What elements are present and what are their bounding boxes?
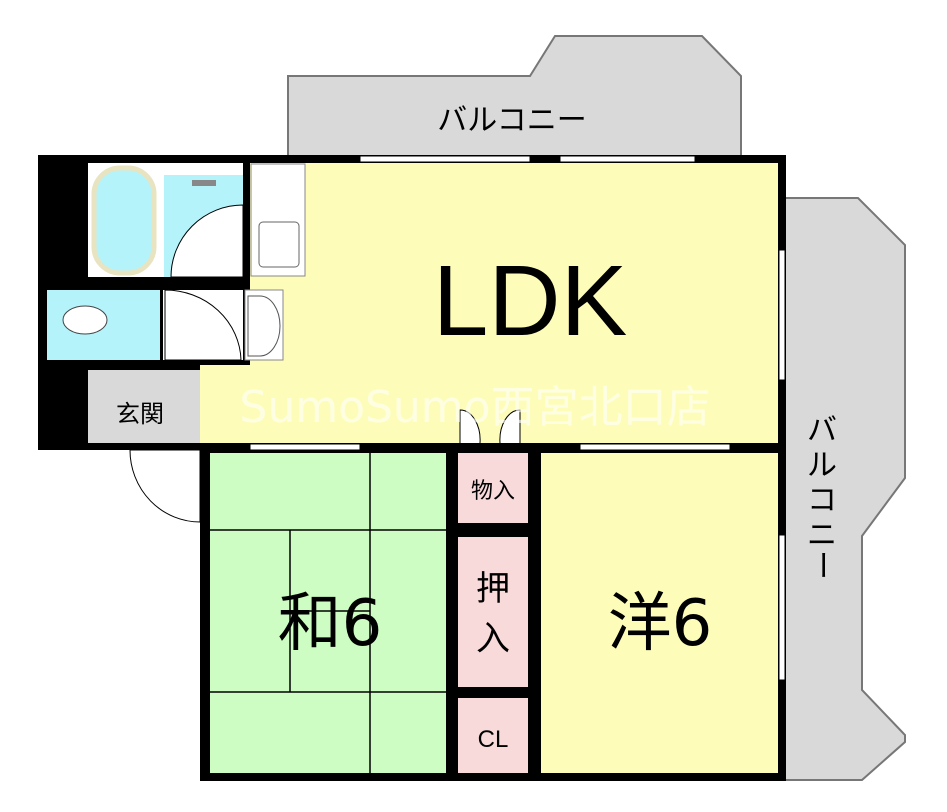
bathtub-icon xyxy=(91,165,157,276)
balcony-top-label: バルコニー xyxy=(437,103,586,138)
window xyxy=(778,249,786,381)
storage-monoire xyxy=(458,453,528,523)
toilet-icon xyxy=(62,305,108,335)
monoire-label: 物入 xyxy=(471,479,515,504)
oshiire-label-1: 押 xyxy=(476,569,510,609)
room-ldk-extension xyxy=(200,365,280,443)
window xyxy=(559,155,696,163)
room-ldk xyxy=(250,163,778,443)
storage-closet xyxy=(458,698,528,773)
ldk-label: LDK xyxy=(433,245,628,357)
washitsu-label: 和6 xyxy=(278,587,383,661)
youshitsu-label: 洋6 xyxy=(608,587,713,661)
washroom-door-swing xyxy=(164,289,242,361)
faucet-icon xyxy=(192,180,216,186)
bath-door-swing xyxy=(170,204,244,278)
balcony-right-char: コ xyxy=(807,483,837,518)
balcony-right-char: バ xyxy=(807,413,837,448)
balcony-right-char: ー xyxy=(804,550,839,580)
room-genkan xyxy=(88,370,200,443)
oshiire-label-2: 入 xyxy=(476,619,510,659)
tatami-lines xyxy=(210,453,446,773)
balcony-top xyxy=(287,35,742,158)
washbasin-icon xyxy=(247,295,281,357)
balcony-right-char: ル xyxy=(807,448,837,483)
closet-label: CL xyxy=(478,726,509,753)
storage-oshiire xyxy=(458,537,528,687)
balcony-right-label: バ ル コ ニ ー xyxy=(804,413,839,580)
window xyxy=(778,534,786,681)
entrance-door-swing xyxy=(129,449,201,523)
window xyxy=(579,443,731,451)
window xyxy=(359,155,531,163)
sink-icon xyxy=(258,221,300,268)
windows xyxy=(249,155,786,681)
genkan-label: 玄関 xyxy=(116,400,164,428)
window xyxy=(249,443,361,451)
room-washitsu xyxy=(210,453,446,773)
ldk-double-door xyxy=(459,409,521,444)
balcony-right xyxy=(781,197,906,781)
room-youshitsu xyxy=(541,453,778,773)
balcony-right-char: ニ xyxy=(807,518,837,553)
watermark: SumoSumo西宮北口店 xyxy=(239,382,710,433)
